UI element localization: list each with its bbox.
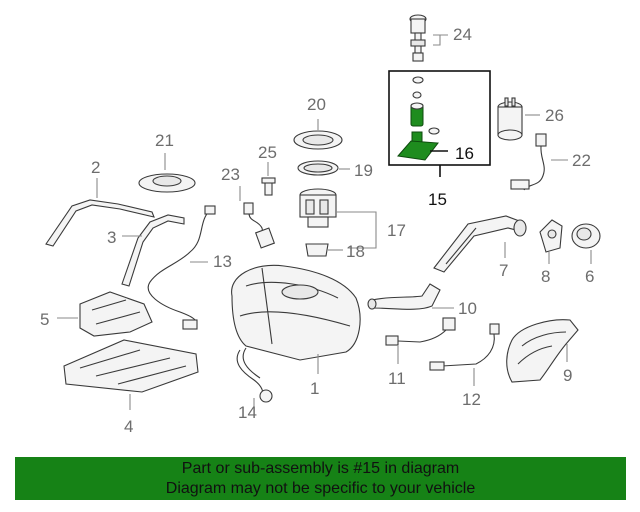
part-23-drawing [243, 202, 276, 249]
part-11-drawing [385, 317, 456, 346]
callout-16: 16 [455, 144, 474, 163]
callout-1: 1 [310, 379, 319, 398]
part-22-drawing [510, 133, 547, 191]
part-12-drawing [429, 323, 500, 371]
callout-3: 3 [107, 228, 116, 247]
part-24-drawing [409, 14, 427, 62]
callout-13: 13 [213, 252, 232, 271]
callout-5: 5 [40, 310, 49, 329]
callout-26: 26 [545, 106, 564, 125]
part-3-drawing [121, 214, 185, 287]
callout-11: 11 [388, 369, 406, 388]
part-21-drawing [138, 173, 196, 193]
callout-21: 21 [155, 131, 174, 150]
part-6-drawing [571, 223, 601, 249]
part-14-drawing [236, 347, 273, 403]
callout-18: 18 [346, 242, 365, 261]
banner-line-2: Diagram may not be specific to your vehi… [165, 480, 476, 497]
callout-7: 7 [499, 261, 508, 280]
part-26-drawing [497, 97, 523, 141]
part-16-drawing [397, 76, 440, 161]
callout-12: 12 [462, 390, 481, 409]
callout-9: 9 [563, 366, 572, 385]
callout-4: 4 [124, 417, 133, 436]
callout-6: 6 [585, 267, 594, 286]
callout-14: 14 [238, 403, 257, 422]
part-8-drawing [539, 219, 563, 253]
callout-15: 15 [428, 190, 447, 209]
callout-24: 24 [453, 25, 472, 44]
parts-diagram: 24 16 15 26 20 19 [40, 14, 601, 436]
callout-10: 10 [458, 299, 477, 318]
part-5-drawing [79, 291, 153, 337]
callout-22: 22 [572, 151, 591, 170]
callout-20: 20 [307, 95, 326, 114]
part-9-drawing [506, 319, 579, 383]
callout-2: 2 [91, 158, 100, 177]
part-20-drawing [293, 130, 343, 150]
part-10-drawing [367, 283, 441, 310]
part-25-drawing [261, 177, 276, 196]
part-1-drawing [231, 264, 361, 361]
part-18-drawing [305, 243, 329, 257]
part-info-banner: Part or sub-assembly is #15 in diagram D… [15, 457, 626, 500]
callout-19: 19 [354, 161, 373, 180]
part-17-drawing [299, 188, 337, 228]
part-7-drawing [433, 215, 527, 273]
banner-line-1: Part or sub-assembly is #15 in diagram [181, 460, 460, 477]
callout-23: 23 [221, 165, 240, 184]
callout-8: 8 [541, 267, 550, 286]
callout-17: 17 [387, 221, 406, 240]
part-4-drawing [63, 339, 199, 393]
part-13-drawing [147, 205, 216, 330]
callout-25: 25 [258, 143, 277, 162]
part-19-drawing [297, 160, 339, 176]
part-2-drawing [45, 199, 155, 247]
